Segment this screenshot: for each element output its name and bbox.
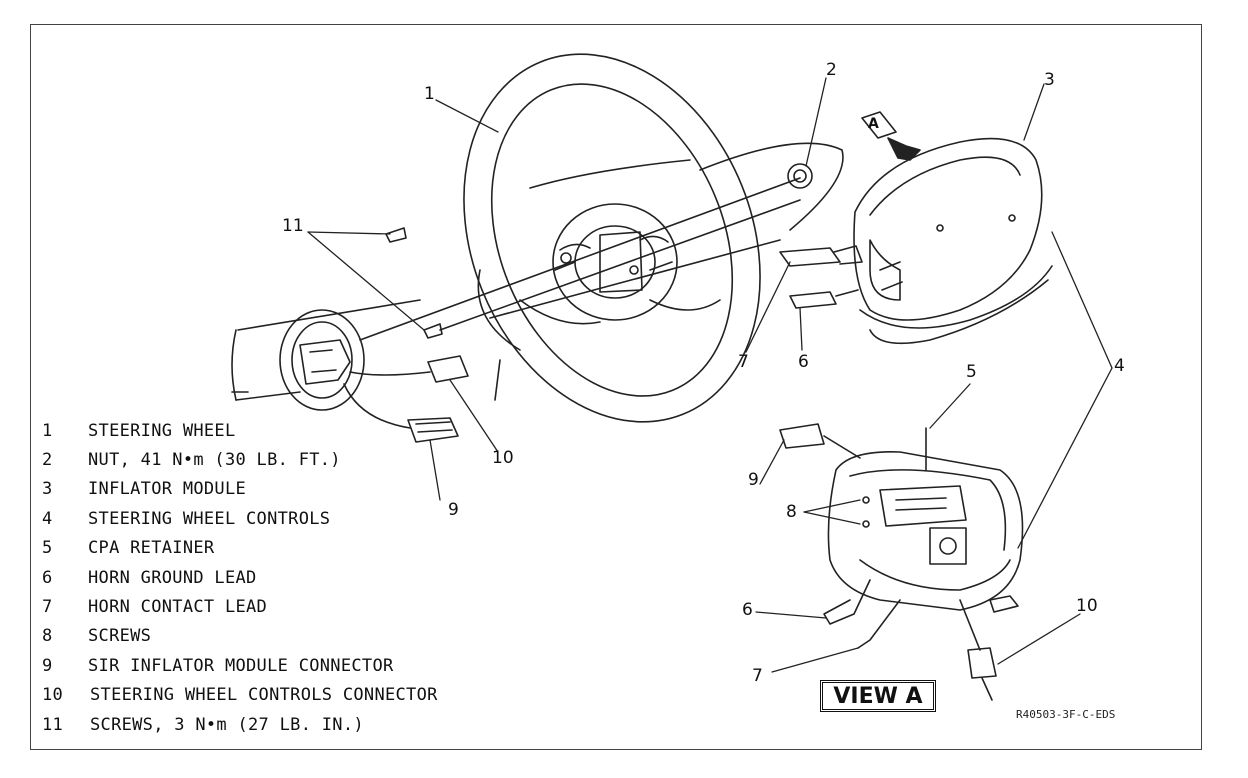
legend-number: 2 xyxy=(42,450,53,471)
view-a-arrow xyxy=(861,111,921,161)
diagram-frame xyxy=(30,24,1202,750)
legend-item: 11 SCREWS, 3 N•m (27 LB. IN.) xyxy=(42,710,438,739)
callout-1: 1 xyxy=(424,84,435,104)
callout-7-main: 7 xyxy=(738,352,749,372)
view-arrow-label: A xyxy=(868,116,879,132)
callout-9-main: 9 xyxy=(448,500,459,520)
legend-text: NUT, 41 N•m (30 LB. FT.) xyxy=(88,450,341,471)
legend-item: 8 SCREWS xyxy=(42,622,438,651)
legend-item: 5 CPA RETAINER xyxy=(42,534,438,563)
wiring-harness xyxy=(343,355,469,443)
callout-7-view: 7 xyxy=(752,666,763,686)
legend-text: STEERING WHEEL CONTROLS CONNECTOR xyxy=(90,685,438,706)
legend-text: STEERING WHEEL xyxy=(88,420,236,441)
legend-number: 3 xyxy=(42,479,53,500)
steering-column xyxy=(231,299,421,411)
inflator-module-drawing xyxy=(853,137,1053,345)
callout-4: 4 xyxy=(1114,356,1125,376)
callout-6-main: 6 xyxy=(798,352,809,372)
legend-text: INFLATOR MODULE xyxy=(88,479,247,500)
legend-text: CPA RETAINER xyxy=(88,538,215,559)
legend-number: 1 xyxy=(42,420,53,441)
figure-code: R40503-3F-C-EDS xyxy=(1016,708,1116,721)
legend-text: HORN CONTACT LEAD xyxy=(88,597,268,618)
callout-5: 5 xyxy=(966,362,977,382)
screw-11-drawing xyxy=(385,227,443,339)
steering-wheel-drawing xyxy=(463,53,761,423)
legend-item: 9 SIR INFLATOR MODULE CONNECTOR xyxy=(42,651,438,680)
legend-number: 8 xyxy=(42,626,53,647)
callout-10-main: 10 xyxy=(492,448,514,468)
legend-text: SCREWS xyxy=(88,626,152,647)
legend-number: 11 xyxy=(42,714,64,735)
legend-number: 5 xyxy=(42,538,53,559)
nut-drawing xyxy=(699,142,844,231)
legend-item: 3 INFLATOR MODULE xyxy=(42,475,438,504)
legend-item: 7 HORN CONTACT LEAD xyxy=(42,592,438,621)
legend-number: 4 xyxy=(42,508,53,529)
leader-lines xyxy=(307,77,1113,673)
legend-number: 6 xyxy=(42,567,53,588)
legend-item: 2 NUT, 41 N•m (30 LB. FT.) xyxy=(42,445,438,474)
callout-2: 2 xyxy=(826,60,837,80)
shaft-center-lines xyxy=(359,177,801,401)
view-a-label: VIEW A xyxy=(820,680,936,712)
legend-item: 6 HORN GROUND LEAD xyxy=(42,563,438,592)
legend-number: 10 xyxy=(42,685,64,706)
legend-text: SCREWS, 3 N•m (27 LB. IN.) xyxy=(90,714,364,735)
legend-item: 10 STEERING WHEEL CONTROLS CONNECTOR xyxy=(42,681,438,710)
callout-10-view: 10 xyxy=(1076,596,1098,616)
view-a-detail-drawing xyxy=(779,423,1024,701)
legend-number: 9 xyxy=(42,655,53,676)
callout-11: 11 xyxy=(282,216,304,236)
legend-text: STEERING WHEEL CONTROLS xyxy=(88,508,331,529)
callout-3: 3 xyxy=(1044,70,1055,90)
callout-6-view: 6 xyxy=(742,600,753,620)
legend-item: 1 STEERING WHEEL xyxy=(42,416,438,445)
callout-9-view: 9 xyxy=(748,470,759,490)
callout-8: 8 xyxy=(786,502,797,522)
legend-text: SIR INFLATOR MODULE CONNECTOR xyxy=(88,655,394,676)
legend-item: 4 STEERING WHEEL CONTROLS xyxy=(42,504,438,533)
parts-legend: 1 STEERING WHEEL 2 NUT, 41 N•m (30 LB. FT.… xyxy=(42,416,438,739)
legend-text: HORN GROUND LEAD xyxy=(88,567,257,588)
horn-leads-drawing xyxy=(779,245,863,309)
legend-number: 7 xyxy=(42,597,53,618)
